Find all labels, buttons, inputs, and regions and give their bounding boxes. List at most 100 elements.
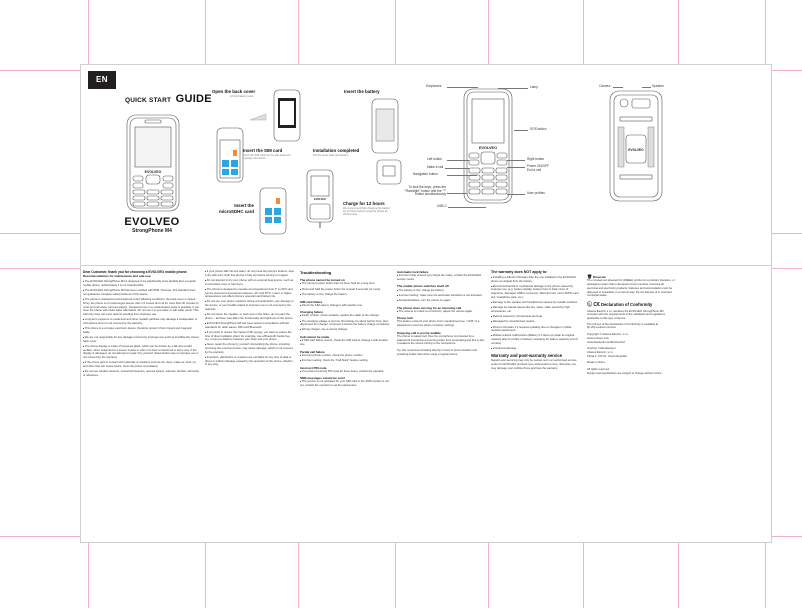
list-item: The phone's power button has not been he… xyxy=(300,282,392,286)
arrow-icon xyxy=(249,113,267,121)
battery-illustration xyxy=(371,98,399,154)
list-item: Check the SIM card or change it with ano… xyxy=(300,304,392,308)
list-item: Intentional damage. xyxy=(491,347,581,351)
safety-column-1: Dear Customer, thank you for choosing a … xyxy=(83,270,199,379)
safety-item: Do not use your phone outdoors during a … xyxy=(205,300,295,311)
list-item: The charging voltage is too low, first c… xyxy=(300,320,392,327)
troubleshooting-title: Troubleshooting xyxy=(300,270,332,275)
svg-text:EVOLVEO: EVOLVEO xyxy=(479,146,497,150)
section-heading: Call cannot be made xyxy=(300,335,330,340)
tip-text: Tip: We recommend holding directly in fr… xyxy=(397,348,477,356)
sd-card-illustration xyxy=(259,187,287,235)
list-item: If SIM card failure occurs, check the SI… xyxy=(300,339,392,346)
paragraph: Repairs and servicing may only be carrie… xyxy=(491,359,577,370)
website-link[interactable]: www.evolveo.com xyxy=(587,336,610,340)
paragraph: The phone is waterproof, thus the microp… xyxy=(397,334,485,346)
copyright: Copyright © Abacus Electric, s.r.o. xyxy=(587,333,629,337)
section-heading: The phone cannot be turned on xyxy=(300,278,345,283)
model-name: StrongPhone M4 xyxy=(132,228,172,234)
list-item: Wrong charger, use a correct charger. xyxy=(300,328,392,332)
section-heading: Automatic lock failure xyxy=(397,270,429,274)
phone-back-diagram: EVOLVEO xyxy=(609,90,663,202)
callout-sos-button: SOS button xyxy=(530,127,547,131)
list-item: Damage to the speaker and headphones cau… xyxy=(491,301,581,305)
callout-line xyxy=(445,168,469,169)
callout-line xyxy=(447,160,469,161)
safety-item: The phone display is made of tempered gl… xyxy=(83,345,199,360)
paragraph: The full text of the Declaration of Conf… xyxy=(587,322,659,330)
safety-item: If you want to reduce the impact of RF e… xyxy=(205,331,295,342)
step-insert-sd-title: Insert the microSDHC card xyxy=(219,203,254,214)
callout-line xyxy=(514,130,528,131)
outer-sheet xyxy=(80,64,772,271)
callout-line xyxy=(447,175,477,176)
step-insert-battery-title: Insert the battery xyxy=(344,89,380,94)
step-open-cover-title: Open the back cover xyxy=(212,89,256,94)
callout-line xyxy=(447,193,467,194)
back-cover-illustration xyxy=(273,89,301,142)
paragraph: This feature protects your phone from un… xyxy=(397,320,480,328)
safety-item: The EVOLVEO StrongPhone M4 is designed t… xyxy=(83,280,199,287)
importer-name: Abacus Electric, s.r.o. xyxy=(587,350,614,354)
section-heading: The mobile phone switches itself off xyxy=(397,284,449,289)
importer-label: Importer / Manufacturer xyxy=(587,347,616,351)
safety-item: The EVOLVEO StrongPhone M4 has been cert… xyxy=(83,289,199,296)
brand-logo: EVOLVEO xyxy=(124,216,180,228)
safety-item: Do not pierce the speaker, or push pins … xyxy=(205,313,295,320)
callout-right-button: Right button xyxy=(527,157,545,161)
disposal-title: Disposal xyxy=(592,275,606,279)
list-item: Defects caused by normal wear and tear. xyxy=(491,315,581,319)
svg-text:EVOLVEO: EVOLVEO xyxy=(145,170,162,174)
safety-column-2: If your phone falls into the water, do n… xyxy=(205,270,295,369)
callout-navigation-button: Navigation button xyxy=(413,172,438,176)
notice-text: Design and specification are subject to … xyxy=(587,371,663,375)
callout-lock-keys: To lock the keys, press the "Flashlight"… xyxy=(404,185,446,197)
section-heading: Phone lock xyxy=(397,316,414,321)
list-item: Phone's firmware if it requires updating… xyxy=(491,326,581,333)
disposal-column: 🗑 Disposal The crossed-out wheeled bin (… xyxy=(587,274,675,377)
ce-mark-icon: Ⓛ C€ xyxy=(587,301,600,308)
list-item: The volume is muted to a minimum, adjust… xyxy=(397,310,485,314)
section-heading: Incorrect PIN code xyxy=(300,365,327,370)
back-phone-illustration xyxy=(376,159,402,185)
list-item: Incorrect setting, check the "Call block… xyxy=(300,359,392,363)
warranty-title: The warranty does NOT apply to: xyxy=(491,270,548,274)
safety-item: If the phone gets in contact with materi… xyxy=(83,361,199,368)
safety-item: We are not responsible for any damage in… xyxy=(83,336,199,343)
callout-line xyxy=(448,207,486,208)
warranty-column: The warranty does NOT apply to: Installi… xyxy=(491,270,581,372)
list-item: The service is not activated for your SI… xyxy=(300,380,392,387)
callout-line xyxy=(642,87,651,88)
list-item: Mobile network malfunctions (Battery if … xyxy=(491,334,581,345)
step-installation-completed-subtitle: Put the cover back and close it xyxy=(313,154,349,157)
welcome-heading: Dear Customer, thank you for choosing a … xyxy=(83,270,188,274)
list-item: Press and hold the power button for at l… xyxy=(300,288,392,292)
list-item: Faulty contact, check contacts, replace … xyxy=(300,314,392,318)
callout-camera: Camera xyxy=(599,84,611,88)
charging-phone-illustration: EVOLVEO xyxy=(306,169,334,228)
list-item: Incorrect code entered (you forgot the c… xyxy=(397,274,485,281)
callout-power: Power ON/OFF End a call xyxy=(527,164,549,172)
callout-make-call: Make a call xyxy=(427,165,444,169)
callout-speaker: Speaker xyxy=(652,84,664,88)
safety-item: Long-term exposure to metal dust and oth… xyxy=(83,318,199,325)
service-title: Warranty and post-warranty service xyxy=(491,352,563,358)
safety-item: If your phone falls into the water, do n… xyxy=(205,270,295,277)
step-insert-sim-title: Insert the SIM card xyxy=(243,148,283,153)
safety-item: The phone is waterproof and dustproof un… xyxy=(83,298,199,317)
step-insert-sim-subtitle: Insert the SIM card into the slot and pu… xyxy=(243,154,291,160)
safety-item: Do not use window cleaners, household cl… xyxy=(83,370,199,377)
step-charge-title: Charge for 12 hours xyxy=(343,201,385,206)
step-installation-completed-title: Installation completed xyxy=(313,148,360,153)
safety-item: Importers, distributors or resellers are… xyxy=(205,356,295,367)
callout-user-profiles: User profiles xyxy=(527,191,545,195)
safety-item: EVOLVEO StrongPhone M4 has been tested i… xyxy=(205,322,295,329)
callout-lamp: Lamp xyxy=(530,85,538,89)
section-heading: SIM card failure xyxy=(300,299,323,304)
safety-item: The phone is designed to operate at temp… xyxy=(205,288,295,299)
paragraph: Abacus Electric s.r.o. declares the EVOL… xyxy=(587,309,665,321)
facebook-link[interactable]: www.facebook.com/EvolveoCZ xyxy=(587,340,625,344)
callout-line xyxy=(507,167,525,168)
section-heading: Outgoing call is poorly audible xyxy=(397,330,441,335)
callout-line xyxy=(447,87,478,88)
